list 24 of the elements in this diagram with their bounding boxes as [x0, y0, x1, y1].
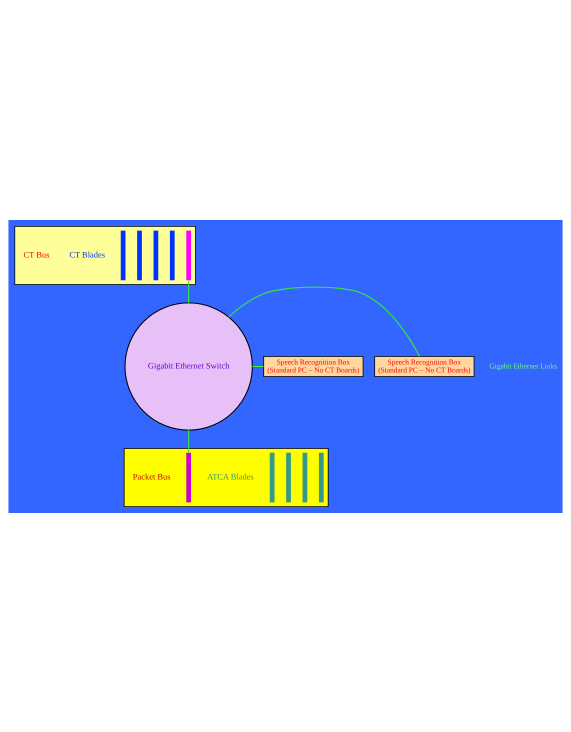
connector — [252, 365, 264, 367]
node-bar — [270, 452, 275, 502]
node-bar — [186, 452, 192, 502]
node-bar — [318, 452, 324, 502]
label: Gigabit Ethernet Links — [489, 360, 557, 370]
connector — [228, 286, 420, 356]
node-box: Speech Recognition Box (Standard PC – No CT Boards) — [374, 356, 474, 376]
node-circle: Gigabit Ethernet Switch — [124, 302, 253, 430]
node-text: Packet Bus — [132, 471, 171, 482]
connector — [188, 430, 190, 452]
connector — [188, 280, 190, 302]
node-bar — [137, 230, 142, 280]
node-text: ATCA Blades — [207, 471, 254, 482]
cluster — [14, 225, 196, 284]
node-box: Speech Recognition Box (Standard PC – No CT Boards) — [263, 356, 364, 376]
node-bar — [302, 452, 308, 502]
node-text: CT Blades — [69, 248, 106, 259]
node-text: CT Bus — [24, 248, 50, 259]
node-bar — [170, 230, 175, 280]
node-bar — [120, 230, 126, 280]
node-bar — [186, 230, 192, 280]
node-bar — [286, 452, 291, 502]
node-bar — [154, 230, 158, 280]
cluster — [124, 448, 329, 507]
